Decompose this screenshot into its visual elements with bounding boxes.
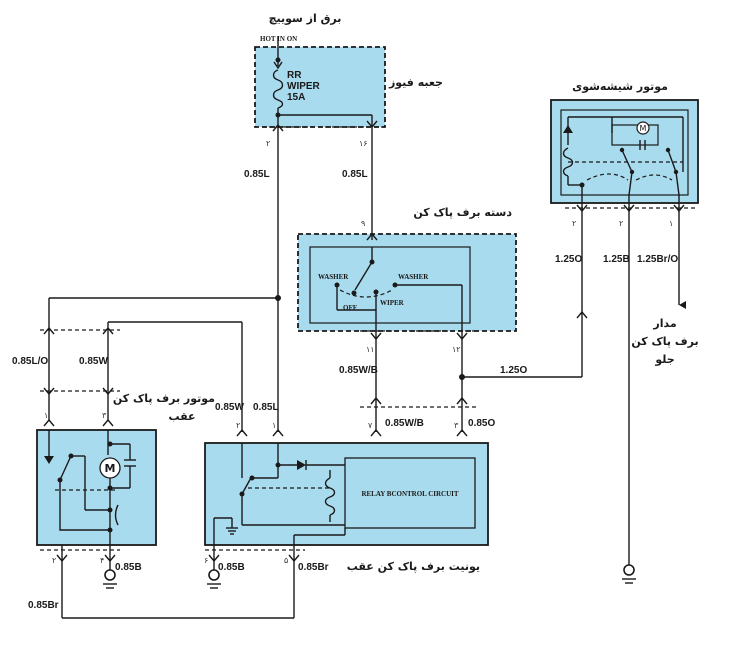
pin-number: ۲ — [266, 139, 270, 148]
wire-085B: 0.85B — [218, 562, 245, 573]
wire-085LO: 0.85L/O — [12, 356, 48, 367]
wire-125BrO: 1.25Br/O — [637, 254, 678, 265]
washer-motor-symbol: M — [640, 124, 647, 133]
front-wiper-circuit-line2: برف پاک کن — [631, 335, 698, 348]
pin-number: ۱۲ — [452, 345, 461, 354]
pin-number: ۵ — [284, 556, 288, 565]
relay-label: RELAY BCONTROL CIRCUIT — [361, 490, 458, 498]
wire-085WB: 0.85W/B — [339, 365, 378, 376]
wire-085W: 0.85W — [79, 356, 108, 367]
rear-motor-internals: M — [44, 430, 136, 545]
pin-number: ۲ — [236, 421, 240, 430]
wire-125B: 1.25B — [603, 254, 630, 265]
wires — [48, 115, 686, 619]
washer-motor-box — [550, 99, 699, 204]
pin-number: ۴ — [100, 556, 104, 565]
washer-motor-label: موتور شیشه‌شوی — [572, 80, 668, 93]
front-wiper-circuit-line1: مدار — [652, 317, 676, 330]
wire-085WB: 0.85W/B — [385, 418, 424, 429]
pin-number: ۱۶ — [359, 139, 368, 148]
wire-085L: 0.85L — [342, 169, 368, 180]
rear-unit-internals — [213, 443, 476, 545]
pin-number: ۹ — [361, 219, 365, 228]
rear-motor-symbol: M — [105, 462, 116, 475]
wire-085L: 0.85L — [244, 169, 270, 180]
pin-number: ۶ — [204, 556, 208, 565]
wire-085B: 0.85B — [115, 562, 142, 573]
ground-symbols — [103, 564, 636, 589]
rear-motor-label-line1: موتور برف پاک کن — [113, 392, 215, 405]
pin-number: ۷ — [368, 421, 373, 430]
washer-motor-internals: M — [562, 116, 684, 196]
front-wiper-circuit-line3: جلو — [654, 353, 674, 366]
fuse-rating-line3: 15A — [287, 92, 305, 103]
pin-number: ۳ — [454, 421, 459, 430]
wire-125O: 1.25O — [555, 254, 582, 265]
wiper-switch-internals — [334, 247, 463, 325]
wire-085Br: 0.85Br — [298, 562, 329, 573]
ground-icon — [622, 564, 636, 584]
wire-125O: 1.25O — [500, 365, 527, 376]
pin-number: ۲ — [572, 219, 576, 228]
wire-085Br: 0.85Br — [28, 600, 59, 611]
ground-icon — [207, 569, 221, 589]
pin-number: ۲ — [52, 556, 56, 565]
fuse-rating-line1: RR — [287, 70, 302, 81]
switch-off: OFF — [343, 304, 357, 312]
terminal-chevrons — [43, 120, 685, 563]
pin-number: ۲ — [619, 219, 623, 228]
pin-number: ۱۱ — [366, 345, 375, 354]
pin-number: ۱ — [272, 421, 276, 430]
switch-washer-right: WASHER — [398, 273, 429, 281]
switch-wiper: WIPER — [380, 299, 405, 307]
pin-number: ۳ — [102, 411, 107, 420]
rear-wiper-motor-box — [36, 429, 157, 546]
wire-085W: 0.85W — [215, 402, 244, 413]
fuse-box-label: جعبه فیوز — [388, 76, 443, 89]
wiper-switch-box — [297, 233, 517, 332]
rear-motor-label-line2: عقب — [168, 410, 195, 423]
fuse-rating-line2: WIPER — [287, 81, 321, 92]
ignition-label: برق از سوییچ — [269, 12, 342, 25]
rear-unit-label: یونیت برف پاک کن عقب — [347, 560, 480, 573]
hot-in-on-label: HOT IN ON — [260, 35, 297, 43]
pin-number: ۱ — [44, 411, 48, 420]
wiper-switch-label: دسته برف پاک کن — [413, 206, 512, 219]
wire-085O: 0.85O — [468, 418, 495, 429]
wire-085L: 0.85L — [253, 402, 279, 413]
pin-number: ۱ — [669, 219, 673, 228]
ground-icon — [103, 569, 117, 589]
switch-washer-left: WASHER — [318, 273, 349, 281]
